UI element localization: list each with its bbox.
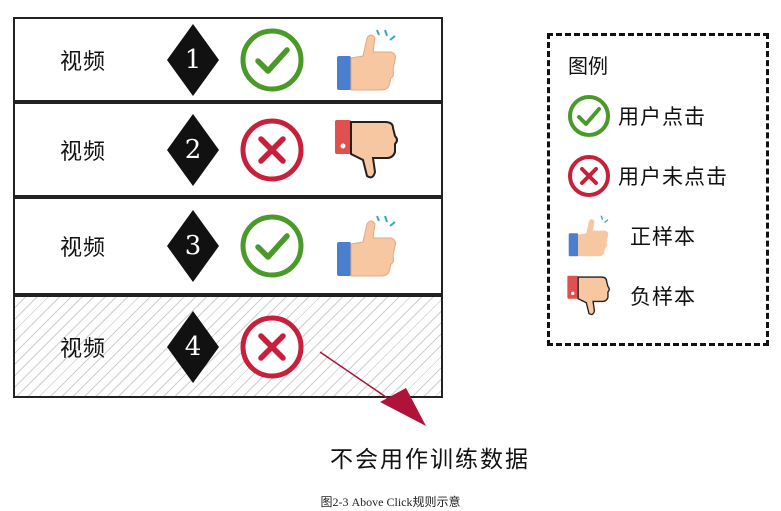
rank-diamond: 3 bbox=[165, 208, 221, 284]
check-icon bbox=[240, 214, 304, 278]
video-label: 视频 bbox=[60, 336, 107, 362]
legend-box: 图例 用户点击 用户未点击 正样本 负样本 bbox=[547, 33, 769, 346]
thumbs-up-icon bbox=[337, 29, 396, 90]
video-row-1: 视频 1 bbox=[13, 17, 443, 102]
rank-diamond: 2 bbox=[165, 112, 221, 188]
thumbs-up-icon bbox=[568, 215, 609, 257]
thumbs-down-icon bbox=[335, 119, 398, 178]
check-icon bbox=[240, 28, 304, 91]
legend-label: 正样本 bbox=[630, 225, 696, 249]
legend-item-not-clicked: 用户未点击 bbox=[566, 152, 728, 200]
check-icon bbox=[568, 95, 610, 137]
video-row-2: 视频 2 bbox=[13, 102, 443, 197]
rank-number: 1 bbox=[184, 44, 202, 75]
legend-item-negative: 负样本 bbox=[566, 272, 696, 320]
rank-number: 3 bbox=[184, 231, 202, 261]
not-used-for-training-label: 不会用作训练数据 bbox=[330, 447, 530, 473]
video-label: 视频 bbox=[60, 139, 107, 165]
video-label: 视频 bbox=[60, 236, 107, 261]
legend-label: 用户未点击 bbox=[618, 165, 728, 189]
thumbs-down-icon bbox=[567, 275, 610, 316]
video-label: 视频 bbox=[60, 49, 107, 75]
legend-title: 图例 bbox=[568, 54, 608, 78]
legend-label: 用户点击 bbox=[618, 105, 706, 129]
legend-label: 负样本 bbox=[630, 285, 696, 309]
video-row-3: 视频 3 bbox=[13, 197, 443, 295]
cross-icon bbox=[240, 118, 304, 181]
thumbs-up-icon bbox=[337, 215, 396, 277]
cross-icon bbox=[568, 155, 610, 197]
rank-diamond: 1 bbox=[165, 22, 221, 98]
legend-item-clicked: 用户点击 bbox=[566, 92, 706, 140]
rank-number: 2 bbox=[184, 134, 202, 165]
legend-item-positive: 正样本 bbox=[566, 212, 696, 260]
figure-caption: 图2-3 Above Click规则示意 bbox=[320, 495, 461, 509]
video-row-4: 视频 4 bbox=[13, 295, 443, 398]
cross-icon bbox=[240, 315, 304, 378]
rank-diamond: 4 bbox=[165, 309, 221, 385]
rank-number: 4 bbox=[184, 331, 202, 362]
